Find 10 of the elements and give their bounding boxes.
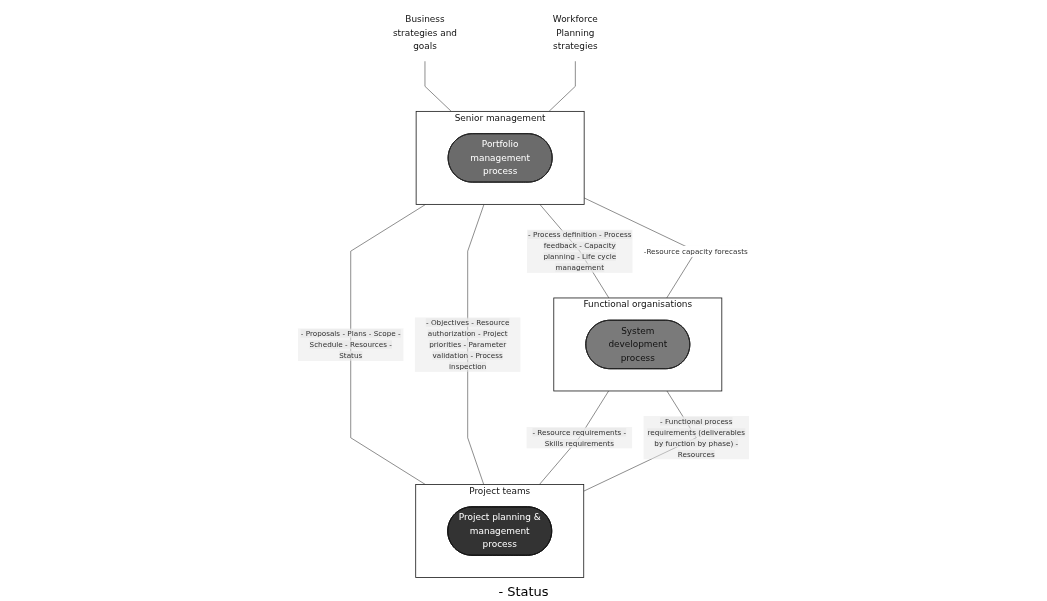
connector	[467, 204, 485, 485]
cluster	[553, 297, 723, 392]
connector	[548, 61, 576, 112]
connector	[350, 204, 426, 485]
node-text: Workforce Planning strategies	[552, 13, 598, 52]
note-text: - Status	[498, 584, 549, 599]
node-text: Business strategies and goals	[392, 13, 458, 52]
cluster	[415, 110, 585, 205]
cluster	[415, 484, 585, 578]
connector	[424, 61, 452, 112]
